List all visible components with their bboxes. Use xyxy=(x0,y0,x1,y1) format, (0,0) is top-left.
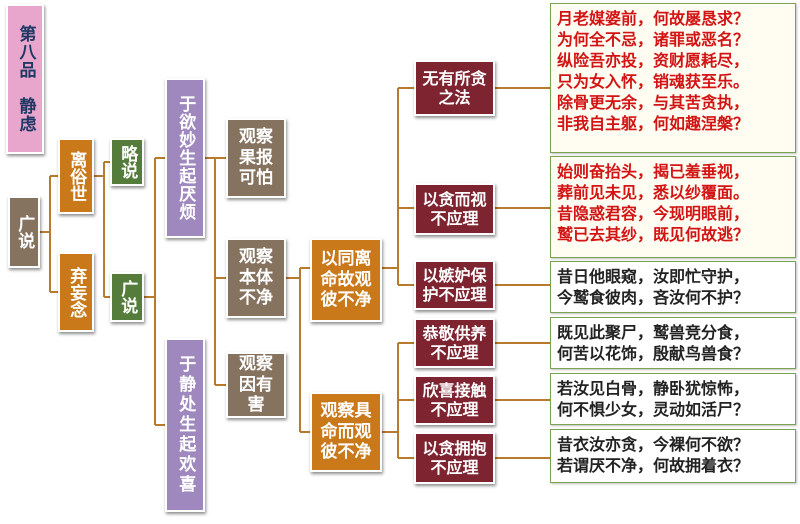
leaf-xinxi: 欣喜接触不应理 xyxy=(414,375,495,425)
node-lueshuo: 略说 xyxy=(110,138,144,186)
node-yinyouhai: 观察因有害 xyxy=(226,352,286,418)
verse-xinxi: 若汝见白骨，静卧犹惊怖， 何不惧少女，灵动如活尸？ xyxy=(550,373,796,425)
leaf-yitanershi: 以贪而视不应理 xyxy=(414,183,495,235)
node-yuyu: 于欲妙生起厌烦 xyxy=(165,78,205,238)
node-lisushi: 离俗世 xyxy=(58,138,94,214)
leaf-wuyousuotan: 无有所贪之法 xyxy=(414,60,495,116)
chapter-title-text: 第八品 静虑 xyxy=(15,25,36,133)
verse-yongbao: 昔衣汝亦贪，今裸何不欲？ 若谓厌不净，何故拥着衣？ xyxy=(550,429,796,483)
node-tongliming: 以同离命故观彼不净 xyxy=(310,238,382,322)
verse-wuyousuotan: 月老媒婆前，何故屡恳求？ 为何全不忌，诸罪或恶名？ 纵险吾亦投，资财愿耗尽， 只… xyxy=(550,3,796,153)
verse-yitanershi: 始则奋抬头，揭已羞垂视， 葬前见未见，悉以纱覆面。 昔隐惑君容，今现明眼前， 鹫… xyxy=(550,156,796,258)
verse-gongjing: 既见此聚尸，鹫兽竞分食， 何苦以花饰，殷献鸟兽食？ xyxy=(550,317,796,369)
node-guangshuo-root: 广说 xyxy=(8,196,40,268)
leaf-yongbao: 以贪拥抱不应理 xyxy=(414,432,495,484)
node-benti: 观察本体不净 xyxy=(226,238,286,318)
chapter-title: 第八品 静虑 xyxy=(6,4,44,154)
verse-jidubaohu: 昔日他眼窥，汝即忙守护， 今鹫食彼肉，吝汝何不护？ xyxy=(550,261,796,313)
node-guoabao: 观察果报可怕 xyxy=(226,118,286,198)
leaf-gongjing: 恭敬供养不应理 xyxy=(414,318,495,368)
node-guangshuo: 广说 xyxy=(110,272,144,322)
node-jumingguan: 观察具命而观彼不净 xyxy=(310,392,382,472)
leaf-jidubaohu: 以嫉妒保护不应理 xyxy=(414,260,495,310)
node-yujing: 于静处生起欢喜 xyxy=(165,338,205,512)
node-qiwangnian: 弃妄念 xyxy=(58,252,94,332)
